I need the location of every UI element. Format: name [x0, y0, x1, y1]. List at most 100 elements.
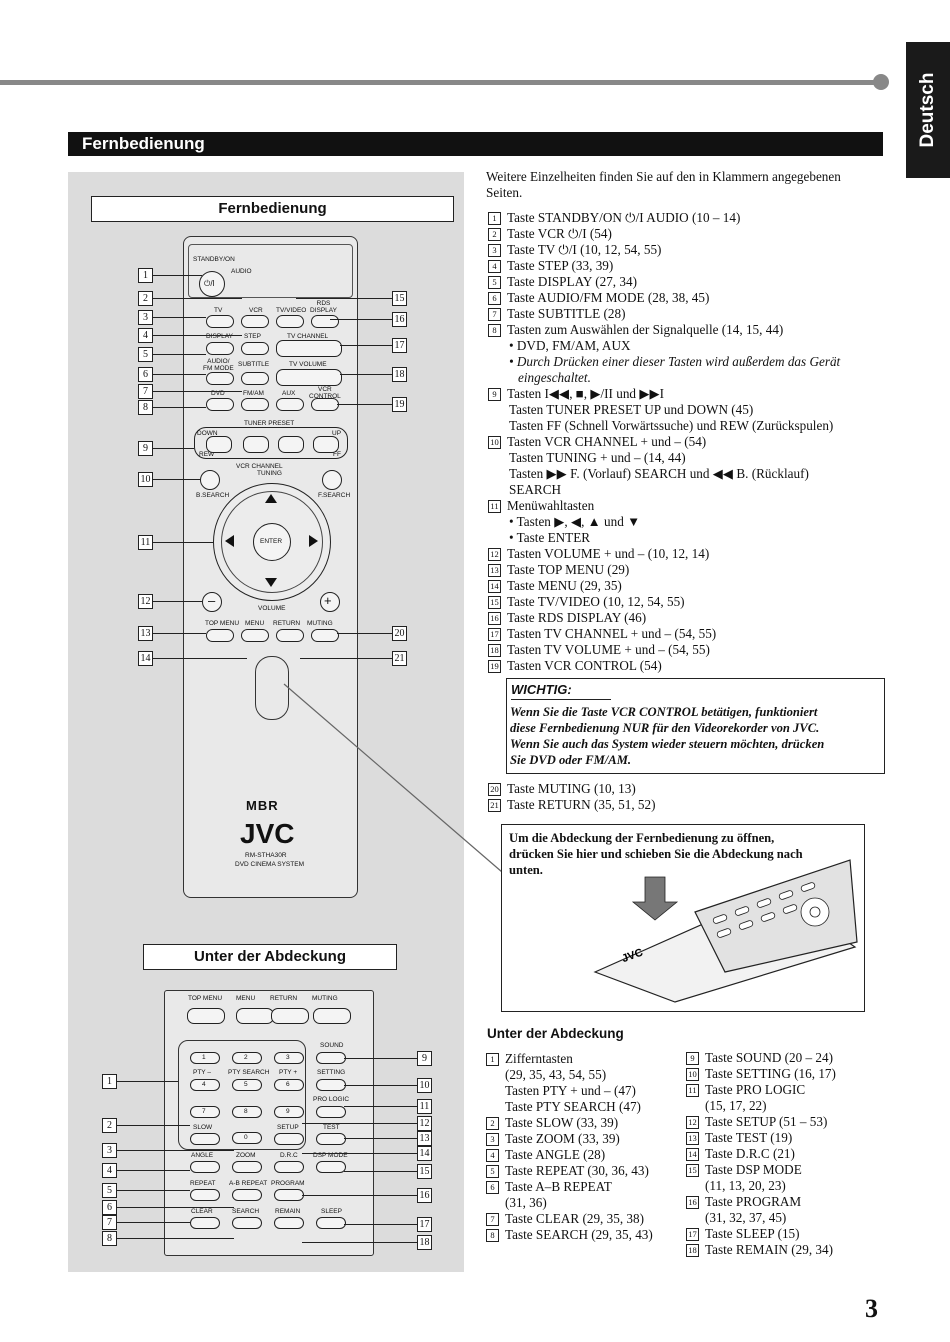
volume-minus-button[interactable] [202, 592, 222, 612]
zoom-button[interactable] [232, 1161, 262, 1173]
vcr-control-button[interactable] [311, 398, 339, 411]
angle-button[interactable] [190, 1161, 220, 1173]
up-arrow-icon[interactable] [265, 494, 277, 503]
digit-8-button[interactable]: 8 [232, 1106, 262, 1118]
enter-button[interactable] [253, 523, 291, 561]
digit-3-button[interactable]: 3 [274, 1052, 304, 1064]
item-text: Menüwahltasten [507, 498, 595, 513]
test-button[interactable] [316, 1133, 346, 1145]
cover-leader-3 [116, 1150, 234, 1151]
repeat-button[interactable] [190, 1189, 220, 1201]
pty-minus-label: PTY – [193, 1069, 211, 1076]
sound-button[interactable] [316, 1052, 346, 1064]
cover-muting-button[interactable] [313, 1008, 351, 1024]
setup-button[interactable] [274, 1133, 304, 1145]
cover-return-label: RETURN [270, 995, 298, 1002]
fm-am-label: FM/AM [243, 390, 264, 397]
item-number: 5 [488, 276, 501, 289]
digit-0-button[interactable]: 0 [232, 1132, 262, 1144]
cover-list-item: Taste PTY SEARCH (47) [505, 1099, 641, 1115]
standby-button[interactable]: ⏻/I [199, 271, 225, 297]
display-button[interactable] [206, 342, 234, 355]
cover-callout-3: 3 [102, 1143, 117, 1158]
digit-4-button[interactable]: 4 [190, 1079, 220, 1091]
rewind-search-button[interactable] [200, 470, 220, 490]
cover-leader-5 [116, 1190, 190, 1191]
drc-button[interactable] [274, 1161, 304, 1173]
volume-plus-button[interactable] [320, 592, 340, 612]
play-pause-button[interactable] [278, 436, 304, 453]
cover-return-button[interactable] [271, 1008, 309, 1024]
next-button[interactable] [313, 436, 339, 453]
pro-logic-button[interactable] [316, 1106, 346, 1118]
return-button[interactable] [276, 629, 304, 642]
left-arrow-icon[interactable] [225, 535, 234, 547]
digit-5-button[interactable]: 5 [232, 1079, 262, 1091]
remain-button[interactable] [274, 1217, 304, 1229]
menu-label: MENU [245, 620, 265, 627]
vcr-channel-label: VCR CHANNEL [236, 463, 283, 470]
setting-button[interactable] [316, 1079, 346, 1091]
cover-leader-13 [344, 1138, 417, 1139]
audio-fm-mode-button[interactable] [206, 372, 234, 385]
cover-top-menu-button[interactable] [187, 1008, 225, 1024]
digit-7-button[interactable]: 7 [190, 1106, 220, 1118]
menu-button[interactable] [241, 629, 269, 642]
dvd-button[interactable] [206, 398, 234, 411]
item-text: Taste SEARCH (29, 35, 43) [505, 1227, 653, 1242]
program-label: PROGRAM [271, 1180, 305, 1187]
pty-search-label: PTY SEARCH [228, 1069, 270, 1076]
cover-callout-1: 1 [102, 1074, 117, 1089]
slow-button[interactable] [190, 1133, 220, 1145]
right-arrow-icon[interactable] [309, 535, 318, 547]
tv-video-button[interactable] [276, 315, 304, 328]
down-arrow-icon[interactable] [265, 578, 277, 587]
cover-callout-2: 2 [102, 1118, 117, 1133]
tv-channel-rocker[interactable] [276, 340, 342, 357]
digit-9-button[interactable]: 9 [274, 1106, 304, 1118]
top-menu-button[interactable] [206, 629, 234, 642]
search-button[interactable] [232, 1217, 262, 1229]
stop-button[interactable] [243, 436, 269, 453]
aux-button[interactable] [276, 398, 304, 411]
step-button[interactable] [241, 342, 269, 355]
item-number: 8 [488, 324, 501, 337]
rds-display-button[interactable] [311, 315, 339, 328]
callout-7: 7 [138, 384, 153, 399]
sleep-button[interactable] [316, 1217, 346, 1229]
item-number: 9 [686, 1052, 699, 1065]
forward-search-button[interactable] [322, 470, 342, 490]
item-number: 16 [686, 1196, 699, 1209]
ab-repeat-button[interactable] [232, 1189, 262, 1201]
cover-callout-5: 5 [102, 1183, 117, 1198]
program-button[interactable] [274, 1189, 304, 1201]
item-number: 4 [486, 1149, 499, 1162]
item-text: (31, 36) [505, 1195, 547, 1210]
muting-button[interactable] [311, 629, 339, 642]
item-text: Taste PTY SEARCH (47) [505, 1099, 641, 1114]
digit-1-button[interactable]: 1 [190, 1052, 220, 1064]
clear-button[interactable] [190, 1217, 220, 1229]
dsp-mode-button[interactable] [316, 1161, 346, 1173]
test-label: TEST [323, 1124, 340, 1131]
cover-menu-button[interactable] [236, 1008, 274, 1024]
previous-button[interactable] [206, 436, 232, 453]
fm-am-button[interactable] [241, 398, 269, 411]
item-text: Tasten I◀◀, ■, ▶/II und ▶▶I [507, 386, 664, 401]
digit-2-button[interactable]: 2 [232, 1052, 262, 1064]
vcr-power-button[interactable] [241, 315, 269, 328]
item-8-sub-1: • DVD, FM/AM, AUX [509, 338, 631, 353]
subtitle-button[interactable] [241, 372, 269, 385]
digit-6-button[interactable]: 6 [274, 1079, 304, 1091]
subtitle-label: SUBTITLE [238, 361, 270, 368]
cover-leader-4 [116, 1170, 190, 1171]
tv-volume-rocker[interactable] [276, 369, 342, 386]
tv-power-button[interactable] [206, 315, 234, 328]
